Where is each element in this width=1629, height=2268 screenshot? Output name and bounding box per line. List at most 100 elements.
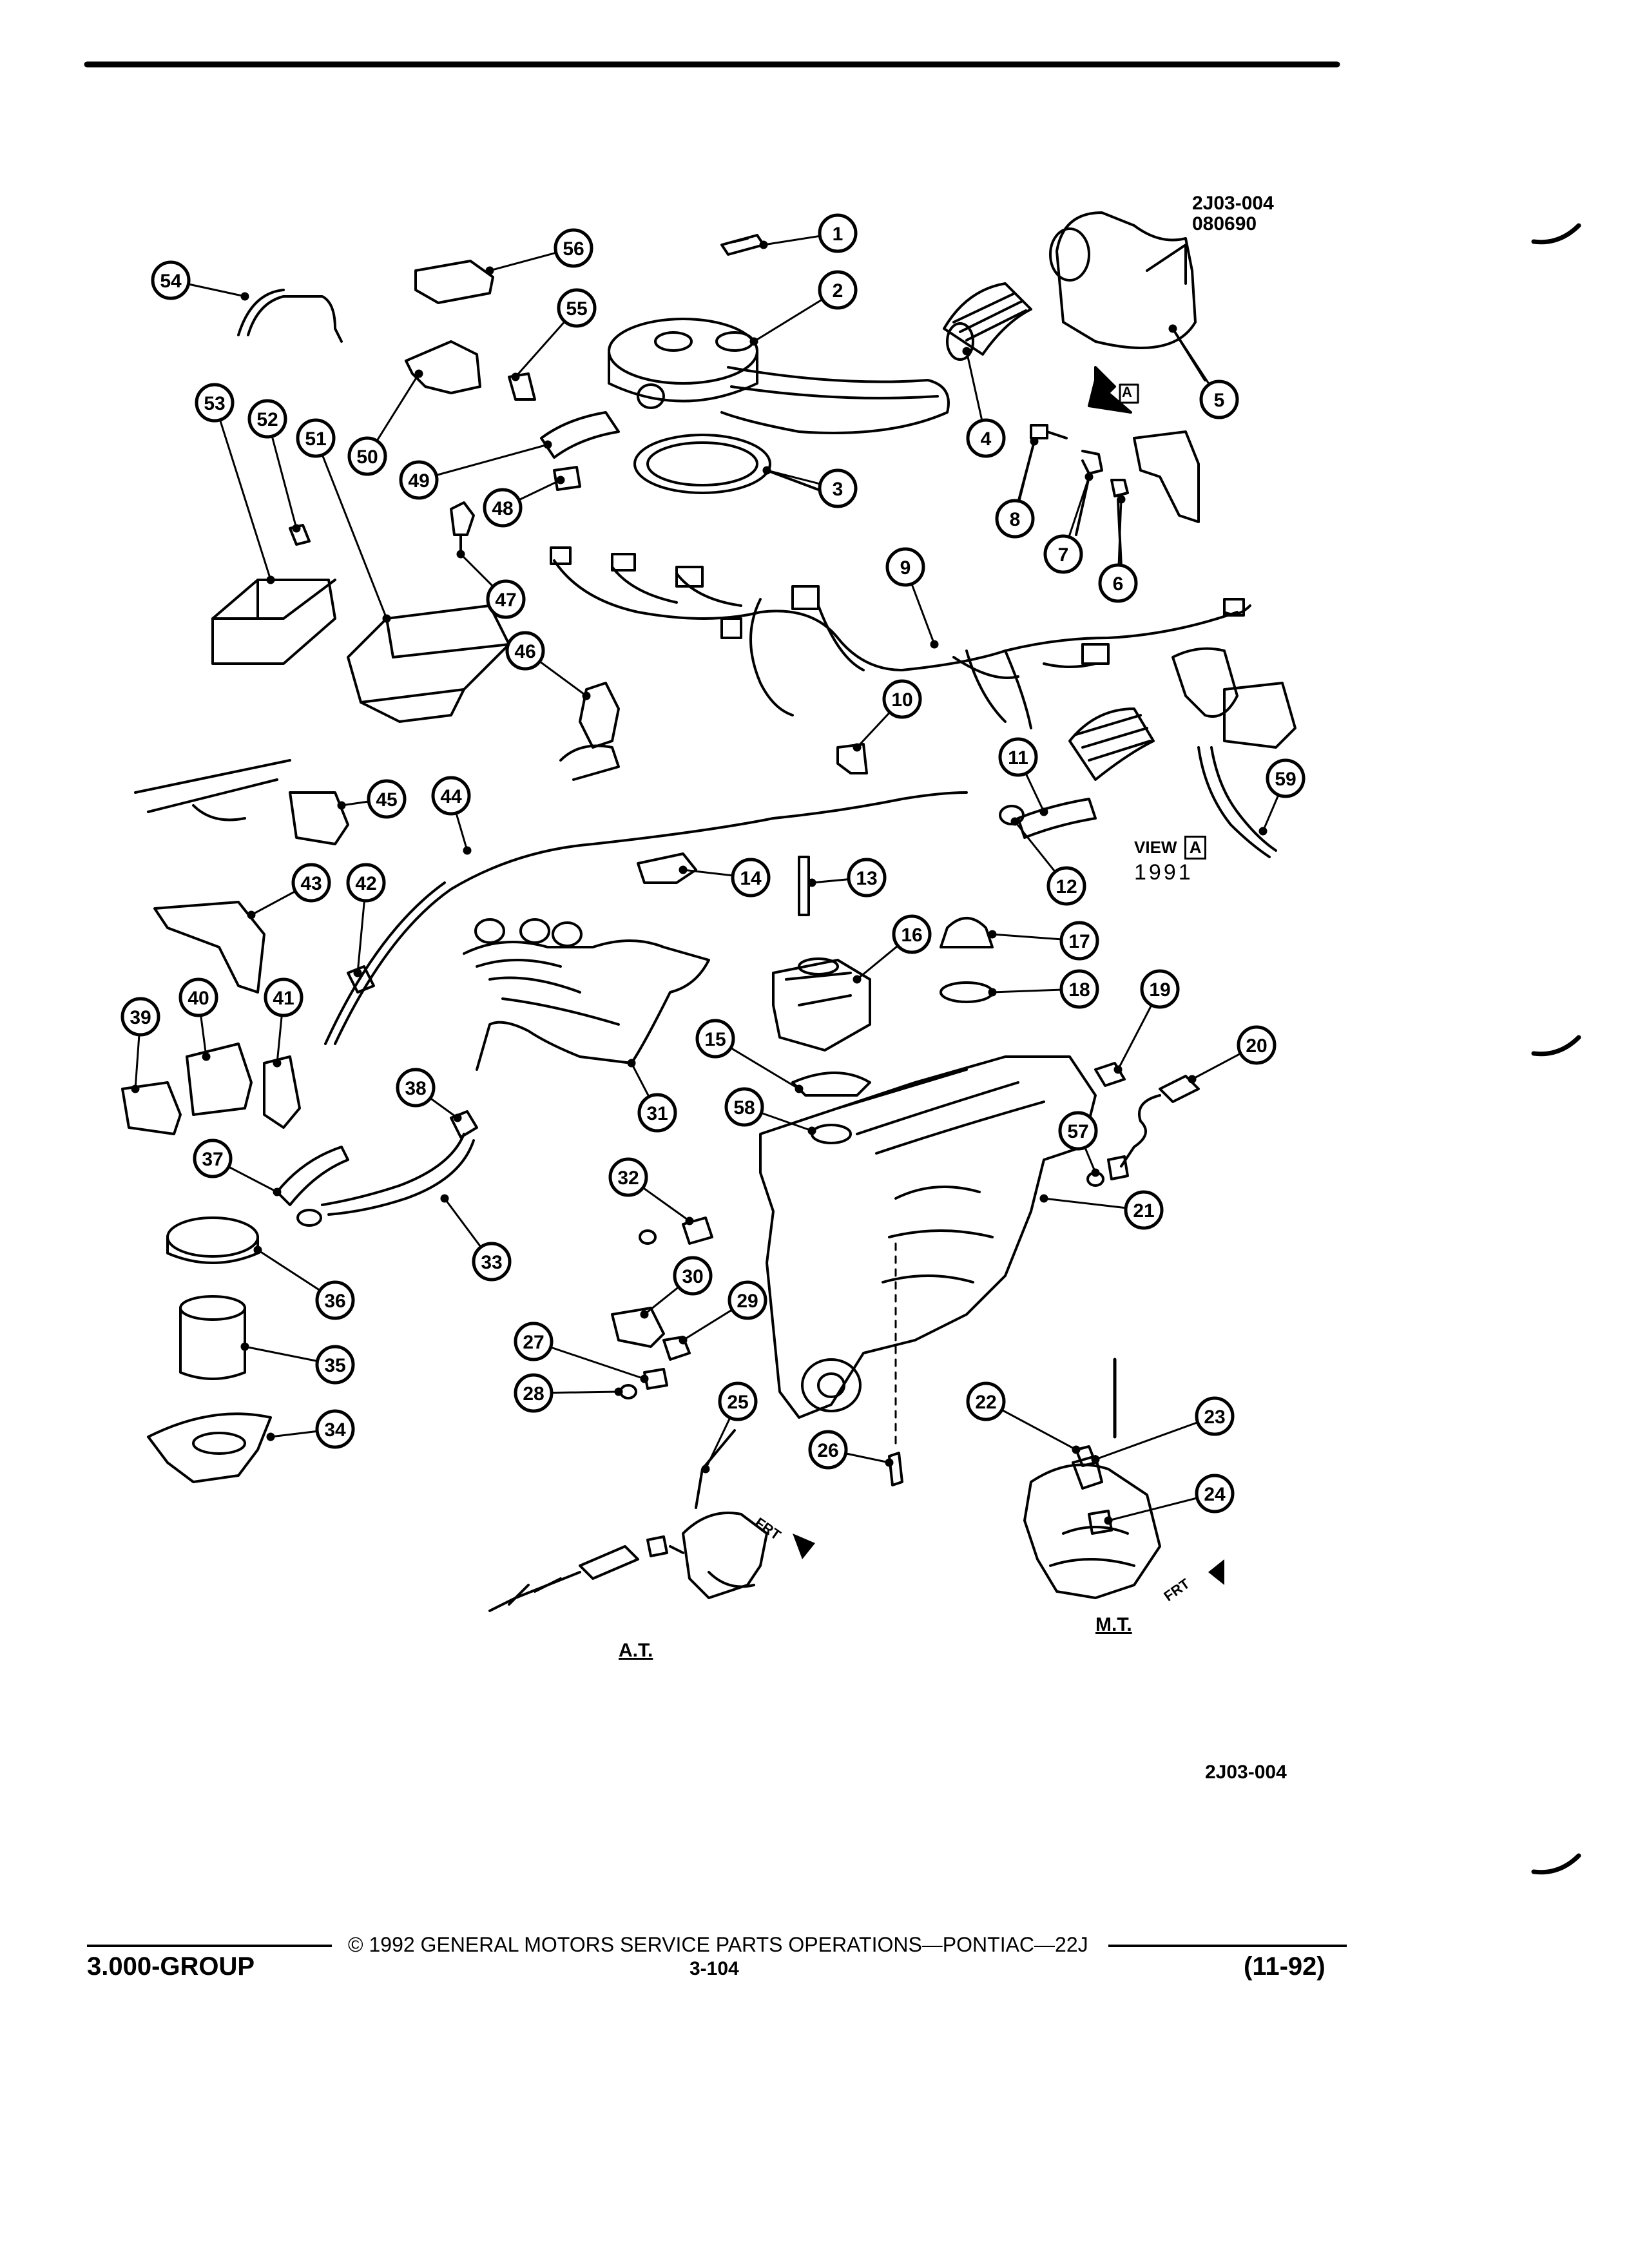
leader-arrow-16 [853,975,862,984]
part-23-sensor-mt [1072,1455,1103,1490]
leader-arrow-52 [292,524,301,533]
callout-number: 57 [1067,1121,1088,1142]
callout-number: 3 [833,479,843,500]
callout-number: 4 [981,428,992,450]
callout-number: 15 [704,1029,726,1050]
callout-circle [847,858,887,898]
callout-number: 51 [305,428,326,450]
part-8-bolt [1030,424,1068,439]
callout-51: 51 [296,418,336,458]
callout-circle [557,288,597,328]
callout-number: 9 [900,557,911,579]
callout-number: 26 [817,1440,838,1461]
callout-circle [1043,534,1083,574]
callout-56: 56 [554,228,593,268]
leader-arrow-21 [1039,1194,1048,1203]
callout-number: 25 [727,1392,748,1413]
callout-59: 59 [1266,758,1306,798]
scan-edge-mark [1531,1853,1581,1875]
callout-number: 19 [1149,979,1170,1001]
leader-arrow-20 [1188,1075,1197,1084]
callout-55: 55 [557,288,597,328]
callout-number: 7 [1058,544,1069,566]
callout-circle [731,858,771,898]
callout-number: 48 [492,498,513,519]
callout-circle [1195,1474,1235,1514]
callout-circle [885,547,925,587]
part-46-switch [579,682,620,749]
callout-circle [1098,563,1138,603]
part-59-hose [1210,746,1277,852]
leader-arrow-37 [273,1187,282,1196]
callout-41: 41 [264,977,304,1017]
leader-arrow-39 [131,1084,140,1093]
callout-21: 21 [1124,1190,1164,1230]
callout-circle [818,468,858,508]
callout-number: 47 [495,590,516,611]
callout-24: 24 [1195,1474,1235,1514]
footer-copyright: © 1992 GENERAL MOTORS SERVICE PARTS OPER… [348,1933,1088,1956]
part-26-drain [888,1452,903,1486]
footer-page-number: 3-104 [689,1958,739,1979]
callout-number: 6 [1113,573,1124,595]
view-letter-box: A [1184,836,1207,860]
footer-group: 3.000-GROUP [87,1952,255,1981]
leader-arrow-48 [556,476,565,485]
callout-47: 47 [486,579,526,619]
part-31-pipes [463,939,710,1071]
callout-circle [1237,1025,1277,1065]
callout-circle [966,418,1006,458]
callout-number: 20 [1246,1035,1267,1057]
callout-circle [346,863,386,903]
callout-circle [554,228,593,268]
leader-arrow-50 [414,369,423,378]
callout-circle [296,418,336,458]
callout-number: 31 [646,1103,668,1124]
leader-arrow-54 [240,292,249,301]
part-4-duct-1991 [1068,707,1155,781]
callout-43: 43 [291,863,331,903]
callout-11: 11 [998,737,1038,777]
callout-number: 58 [733,1097,755,1119]
callout-39: 39 [120,997,160,1037]
callout-number: 55 [566,298,587,320]
part-18-gasket [940,981,994,1003]
leader-arrow-38 [453,1113,462,1122]
callout-58: 58 [724,1087,764,1127]
part-38-fitting [450,1110,478,1139]
at-transmission [682,1512,768,1599]
part-50-bracket [405,340,481,394]
leader-arrow-34 [266,1432,275,1441]
leader-arrow-30 [640,1310,649,1319]
part-3-gasket [633,434,771,494]
callout-circle [483,488,523,528]
callout-circle [608,1157,648,1197]
part-40-bracket [186,1043,253,1116]
part-37-hose [276,1146,349,1206]
figure-code-bottom: 2J03-004 [1205,1762,1287,1783]
callout-number: 21 [1133,1200,1154,1222]
part-36-ring [166,1216,259,1258]
part-49-hose [540,411,620,459]
part-5-inlet [1055,211,1197,349]
leader-arrow-56 [485,266,494,275]
callout-circle [486,579,526,619]
callout-number: 14 [740,868,762,889]
callout-circle [892,914,932,954]
callout-52: 52 [247,399,287,439]
bracket-view-a [1133,430,1200,523]
part-24-nut-mt [1088,1510,1113,1535]
callout-circle [995,499,1035,539]
part-11-hose [1017,798,1097,839]
callout-number: 39 [130,1007,151,1028]
leader-arrow-13 [807,878,816,887]
callout-circle [637,1093,677,1133]
callout-number: 22 [975,1392,996,1413]
leader-arrow-33 [440,1194,449,1203]
callout-circle [431,776,471,816]
leader-arrow-2 [749,337,758,346]
part-14-bracket [637,852,697,884]
leader-arrow-55 [511,372,520,381]
callout-number: 54 [160,271,182,292]
